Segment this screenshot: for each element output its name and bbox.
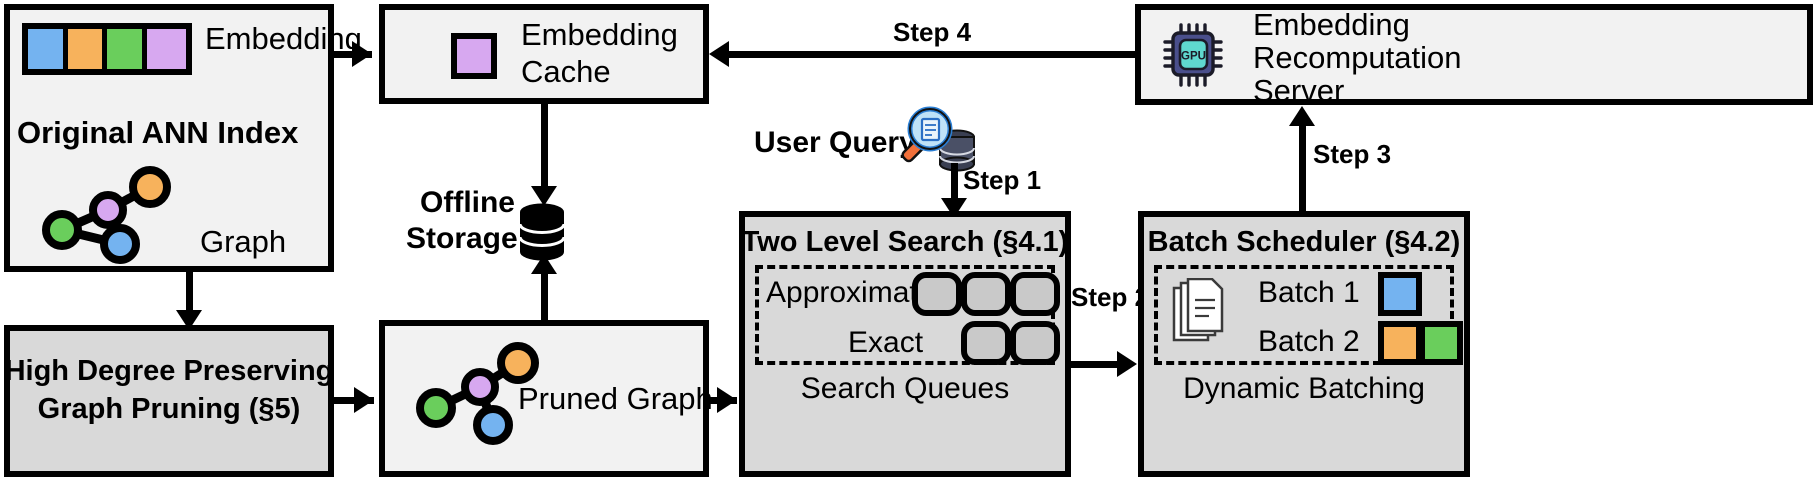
approximate-queue-slot-1 [1010, 272, 1060, 316]
exact-queue-slot-1 [1010, 321, 1060, 365]
arrow-step2-line [1071, 361, 1131, 368]
embedding-cell-orange [67, 29, 108, 69]
approximate-queue-slot-3 [912, 272, 962, 316]
arrow-step3-head [1289, 106, 1315, 126]
embedding-cell-green [107, 29, 148, 69]
user-query-label: User Query [754, 126, 916, 159]
pruned-graph-label: Pruned Graph [518, 381, 713, 416]
batch-1-swatch-blue [1378, 272, 1422, 316]
svg-text:GPU: GPU [1181, 51, 1206, 63]
ann-graph-icon [38, 165, 178, 265]
offline-storage-label-line1: Offline [420, 186, 515, 219]
gpu-chip-icon: GPU [1162, 22, 1230, 88]
graph-pruning-title-line1: High Degree Preserving [4, 355, 334, 387]
arrow-step2-head [1117, 351, 1137, 377]
arrow-step4-head [709, 41, 729, 67]
embedding-cache-title-line1: Embedding [521, 17, 678, 52]
arrow-cache-to-storage-head [531, 186, 557, 206]
exact-queue-slot-2 [961, 321, 1011, 365]
embedding-cache-box [379, 4, 709, 104]
batch-2-swatch-orange [1378, 321, 1422, 365]
recomputation-server-box [1135, 4, 1813, 105]
pruned-graph-icon [408, 335, 548, 450]
recomputation-server-title-line2: Recomputation [1253, 40, 1462, 75]
arrow-prunedgraph-to-storage-line [541, 268, 548, 326]
arrow-step4-line [725, 51, 1137, 58]
graph-label: Graph [200, 224, 287, 259]
step4-label: Step 4 [893, 17, 972, 47]
arrow-step1-line [951, 163, 958, 207]
recomputation-server-title-line3: Server [1253, 73, 1345, 108]
dynamic-batching-footer: Dynamic Batching [1183, 372, 1425, 405]
embedding-cell-blue [28, 29, 68, 69]
documents-icon [1168, 278, 1230, 350]
arrow-cache-to-storage-line [541, 104, 548, 189]
offline-storage-label-line2: Storage [406, 222, 518, 255]
embedding-cache-title-line2: Cache [521, 54, 611, 89]
embedding-vector-strip [22, 23, 192, 75]
batch-2-swatch-green [1419, 321, 1463, 365]
arrow-prunedgraph-to-search-head [717, 387, 737, 413]
embedding-cache-swatch [451, 33, 497, 79]
batch-2-label: Batch 2 [1258, 325, 1360, 358]
original-ann-index-title: Original ANN Index [17, 115, 299, 150]
arrow-step3-line [1299, 120, 1306, 211]
approximate-row-label: Approximate [766, 276, 935, 309]
exact-row-label: Exact [848, 326, 924, 359]
search-document-icon [900, 103, 978, 177]
arrow-index-to-pruning-line [186, 272, 193, 316]
embedding-label: Embedding [205, 21, 362, 56]
database-icon [518, 203, 566, 261]
recomputation-server-title-line1: Embedding [1253, 7, 1410, 42]
embedding-cell-purple [147, 29, 186, 69]
graph-pruning-title-line2: Graph Pruning (§5) [37, 393, 301, 425]
step1-label: Step 1 [963, 165, 1042, 195]
arrow-index-to-cache-head [352, 41, 372, 67]
batch-1-label: Batch 1 [1258, 276, 1360, 309]
search-queues-dashed-region [755, 265, 1055, 365]
graph-pruning-box [4, 325, 334, 477]
search-queues-footer: Search Queues [800, 372, 1010, 405]
dynamic-batching-dashed-region [1154, 265, 1454, 365]
batch-scheduler-title: Batch Scheduler (§4.2) [1147, 226, 1461, 258]
arrow-pruning-to-prunedgraph-head [354, 387, 374, 413]
arrow-prunedgraph-to-storage-head [531, 254, 557, 274]
two-level-search-title: Two Level Search (§4.1) [741, 226, 1069, 258]
step3-label: Step 3 [1313, 139, 1392, 169]
approximate-queue-slot-2 [961, 272, 1011, 316]
